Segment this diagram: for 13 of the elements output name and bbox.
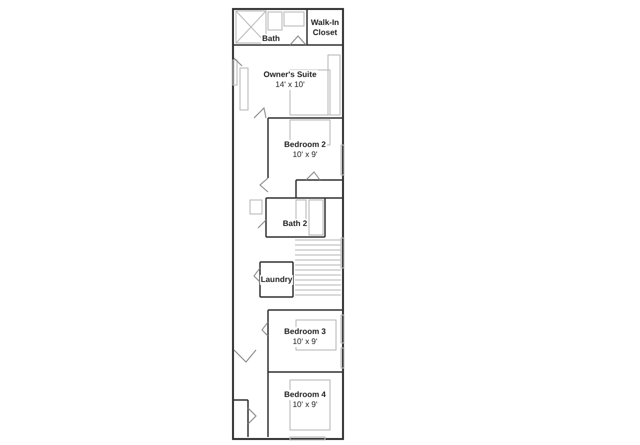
room-name: Bath — [261, 34, 281, 44]
room-name: Walk-In Closet — [308, 18, 342, 38]
room-name: Bath 2 — [282, 219, 308, 229]
room-name: Bedroom 2 — [283, 140, 327, 150]
room-name: Bedroom 3 — [283, 327, 327, 337]
room-name: Bedroom 4 — [283, 390, 327, 400]
room-name: Owner's Suite — [262, 70, 318, 80]
room-area — [258, 272, 295, 288]
room-dimensions: 10' x 9' — [292, 400, 318, 410]
room-dimensions: 14' x 10' — [274, 80, 306, 90]
room-dimensions: 10' x 9' — [292, 150, 318, 160]
room-name: Laundry — [260, 275, 294, 285]
room-dimensions: 10' x 9' — [292, 337, 318, 347]
